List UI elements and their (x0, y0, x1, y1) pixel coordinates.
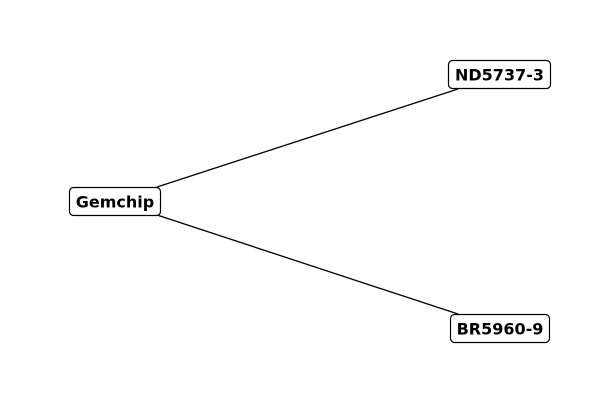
edges (156, 88, 459, 315)
node-br5960-9[interactable]: BR5960-9 (449, 313, 551, 344)
node-gemchip[interactable]: Gemchip (68, 186, 162, 217)
node-label: Gemchip (76, 193, 154, 212)
edge-gemchip-nd5737-3 (156, 88, 459, 188)
edge-gemchip-br5960-9 (156, 214, 459, 315)
node-box (68, 186, 162, 217)
node-label: BR5960-9 (457, 320, 544, 339)
node-box (447, 59, 552, 90)
node-box (449, 313, 551, 344)
node-nd5737-3[interactable]: ND5737-3 (447, 59, 552, 90)
node-label: ND5737-3 (455, 66, 544, 85)
